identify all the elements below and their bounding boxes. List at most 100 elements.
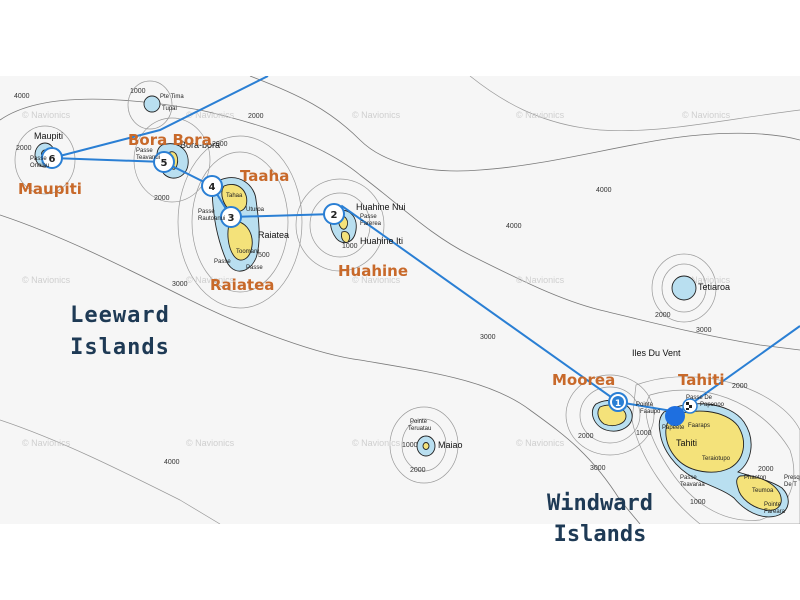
svg-text:4: 4 — [209, 182, 216, 193]
svg-text:4000: 4000 — [596, 187, 612, 194]
svg-text:Pointe: Pointe — [764, 502, 782, 508]
chart-svg: © Navionics © Navionics © Navionics © Na… — [0, 75, 800, 525]
svg-text:4000: 4000 — [14, 93, 30, 100]
svg-text:Teavanui: Teavanui — [136, 155, 160, 161]
route-line — [51, 75, 800, 414]
svg-text:© Navionics: © Navionics — [682, 275, 731, 285]
svg-text:© Navionics: © Navionics — [516, 275, 565, 285]
svg-text:Phaeton: Phaeton — [744, 475, 766, 481]
svg-text:Maiao: Maiao — [438, 440, 463, 450]
waypoint-5[interactable]: 5 — [153, 151, 175, 173]
svg-text:Huahine: Huahine — [338, 262, 408, 280]
svg-text:© Navionics: © Navionics — [682, 110, 731, 120]
svg-text:3: 3 — [228, 213, 235, 224]
windward-line-1: Windward — [547, 491, 653, 516]
waypoint-4[interactable]: 4 — [201, 175, 223, 197]
svg-text:Taaha: Taaha — [240, 167, 289, 185]
svg-text:Passe De: Passe De — [686, 395, 713, 401]
svg-text:Onoiau: Onoiau — [30, 163, 49, 169]
svg-text:500: 500 — [258, 252, 270, 259]
svg-text:Faaupo: Faaupo — [640, 409, 661, 415]
svg-text:Bora-bora: Bora-bora — [180, 140, 220, 150]
island-tahiti[interactable] — [658, 403, 789, 518]
svg-text:Teumoa: Teumoa — [752, 488, 774, 494]
depth-contours — [0, 75, 800, 525]
island-labels: Maupiti Bora Bora Taaha Raiatea Huahine … — [18, 131, 725, 389]
svg-text:Maupiti: Maupiti — [18, 180, 82, 198]
svg-text:1: 1 — [615, 399, 621, 409]
svg-text:Pointe: Pointe — [410, 419, 428, 425]
svg-text:Teavaraa: Teavaraa — [680, 482, 705, 488]
svg-text:Teruatau: Teruatau — [408, 426, 431, 432]
svg-text:Passe: Passe — [198, 209, 215, 215]
svg-text:Tahiti: Tahiti — [676, 438, 697, 448]
svg-text:Passe: Passe — [30, 156, 47, 162]
svg-text:Passe: Passe — [680, 475, 697, 481]
svg-text:© Navionics: © Navionics — [186, 438, 235, 448]
svg-text:2: 2 — [331, 210, 338, 221]
svg-text:3000: 3000 — [590, 465, 606, 472]
svg-text:Presq: Presq — [784, 475, 800, 481]
svg-text:Leeward: Leeward — [70, 303, 170, 328]
svg-text:Tahaa: Tahaa — [226, 193, 243, 199]
waypoint-1[interactable]: 1 — [608, 392, 628, 412]
nautical-chart[interactable]: © Navionics © Navionics © Navionics © Na… — [0, 75, 800, 525]
svg-text:© Navionics: © Navionics — [186, 110, 235, 120]
island-tupai[interactable] — [143, 95, 161, 113]
svg-text:Fareara: Fareara — [764, 509, 786, 515]
island-tetiaroa[interactable] — [671, 275, 697, 301]
svg-text:Rautoanui: Rautoanui — [198, 216, 225, 222]
svg-text:1000: 1000 — [690, 499, 706, 506]
svg-text:© Navionics: © Navionics — [22, 110, 71, 120]
svg-text:2000: 2000 — [248, 113, 264, 120]
svg-text:Maupiti: Maupiti — [34, 131, 63, 141]
svg-text:Faaraps: Faaraps — [688, 423, 710, 429]
svg-text:2000: 2000 — [758, 466, 774, 473]
svg-text:© Navionics: © Navionics — [352, 110, 401, 120]
svg-text:3000: 3000 — [480, 334, 496, 341]
sailing-route — [51, 75, 800, 414]
svg-text:2000: 2000 — [578, 433, 594, 440]
marina-icon — [682, 398, 698, 414]
svg-text:Tetiaroa: Tetiaroa — [698, 282, 730, 292]
svg-text:1000: 1000 — [636, 430, 652, 437]
svg-text:1000: 1000 — [130, 88, 146, 95]
svg-text:2000: 2000 — [212, 141, 228, 148]
svg-text:Bora Bora: Bora Bora — [128, 131, 212, 149]
svg-text:Tupai: Tupai — [162, 106, 177, 112]
current-position-marker[interactable] — [665, 406, 685, 426]
waypoint-3[interactable]: 3 — [220, 206, 242, 228]
svg-text:Passe: Passe — [246, 265, 263, 271]
svg-text:© Navionics: © Navionics — [22, 438, 71, 448]
svg-text:Iles Du Vent: Iles Du Vent — [632, 348, 681, 358]
svg-text:1000: 1000 — [342, 243, 358, 250]
svg-text:2000: 2000 — [655, 312, 671, 319]
svg-text:Moorea: Moorea — [552, 371, 615, 389]
windward-label: Windward Islands — [520, 488, 680, 550]
svg-text:© Navionics: © Navionics — [22, 275, 71, 285]
svg-text:Papeete: Papeete — [662, 425, 685, 431]
svg-text:De T: De T — [784, 482, 797, 488]
chart-place-names: Maupiti Passe Onoiau Pte Tima Tupai Bora… — [30, 94, 800, 515]
svg-text:Tahiti: Tahiti — [678, 371, 725, 389]
svg-text:Teraiotupo: Teraiotupo — [702, 456, 731, 462]
svg-text:© Navionics: © Navionics — [352, 438, 401, 448]
svg-text:Passe: Passe — [136, 148, 153, 154]
island-maiao[interactable] — [416, 435, 436, 457]
region-labels: Leeward Islands — [70, 303, 170, 360]
svg-text:3000: 3000 — [696, 327, 712, 334]
svg-text:Passe: Passe — [214, 259, 231, 265]
svg-text:Raiatea: Raiatea — [210, 276, 274, 294]
svg-text:Pte Tima: Pte Tima — [160, 94, 184, 100]
svg-text:Huahine Nui: Huahine Nui — [356, 202, 406, 212]
svg-text:Raiatea: Raiatea — [258, 230, 289, 240]
svg-text:3000: 3000 — [172, 281, 188, 288]
depth-labels: 4000 1000 2000 2000 2000 2000 500 3000 1… — [14, 88, 774, 506]
waypoint-6[interactable]: 6 — [41, 147, 63, 169]
svg-text:© Navionics: © Navionics — [352, 275, 401, 285]
waypoint-2[interactable]: 2 — [323, 203, 345, 225]
svg-text:4000: 4000 — [164, 459, 180, 466]
svg-text:5: 5 — [161, 158, 168, 169]
svg-text:2000: 2000 — [154, 195, 170, 202]
svg-text:© Navionics: © Navionics — [516, 110, 565, 120]
